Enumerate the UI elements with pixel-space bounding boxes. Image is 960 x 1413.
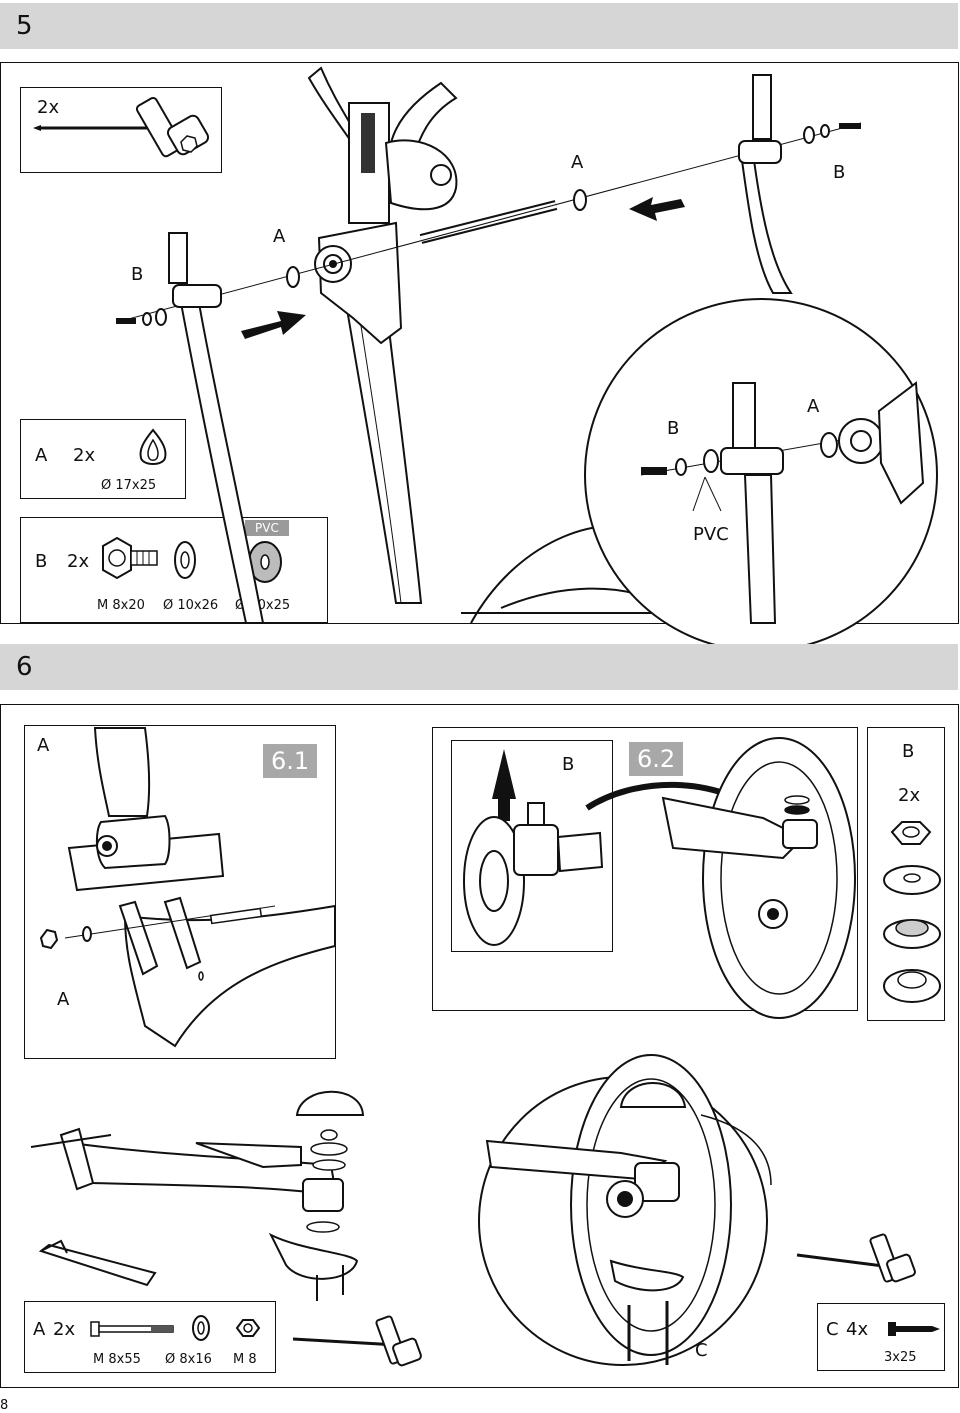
part-c-qty: 4x [846, 1319, 869, 1340]
part-c-letter: C [826, 1319, 839, 1340]
part-a-hw-spec-2: Ø 8x16 [165, 1352, 212, 1367]
part-b-box: B 2x PVC M 8x20 Ø 10x26 Ø 10x25 [20, 517, 328, 623]
label-c: C [695, 1340, 708, 1361]
screw-icon [888, 1322, 940, 1336]
step-6-header: 6 [0, 644, 958, 690]
part-a-hw-letter: A [33, 1319, 46, 1340]
part-b-stack-box: B 2x [867, 727, 945, 1021]
label-b-top: B [833, 162, 846, 183]
washer-a-icon [139, 428, 167, 465]
page-number: 8 [0, 1398, 9, 1413]
part-a-hw-qty: 2x [53, 1319, 76, 1340]
substep-6-1-box: A 6.1 A [24, 725, 336, 1059]
step-5-illustration [116, 66, 938, 652]
part-a-hardware-box: A 2x M 8x55 Ø 8x16 M 8 [24, 1301, 276, 1373]
substep-6-2-illustration [585, 737, 856, 1019]
label-a-left: A [273, 226, 286, 247]
step-5-number: 5 [16, 11, 33, 41]
bolt-icon [102, 536, 158, 580]
substep-6-2-title: 6.2 [629, 742, 684, 776]
step-6-panel: A 6.1 A 6.2 B [0, 704, 959, 1388]
substep-6-2-box: 6.2 B [432, 727, 858, 1019]
substep-6-1-illustration [39, 727, 336, 1048]
part-b-qty: 2x [67, 551, 90, 572]
nut-m8-icon [235, 1319, 261, 1337]
tool-box: 2x [20, 87, 222, 173]
step-6-number: 6 [16, 652, 33, 682]
part-b-hardware [102, 536, 282, 583]
part-b-spec-1: M 8x20 [97, 598, 145, 613]
part-c-box: C 4x 3x25 [817, 1303, 945, 1371]
label-b-circle: B [667, 418, 680, 439]
pvc-tag: PVC [245, 520, 289, 536]
substep-6-1-label-bottom: A [57, 989, 70, 1010]
part-a-qty: 2x [73, 445, 96, 466]
bushing-icon [883, 919, 941, 949]
part-a-spec: Ø 17x25 [101, 478, 157, 493]
substep-6-2-inset: B [451, 740, 613, 952]
label-a-circle: A [807, 396, 820, 417]
label-a-top: A [571, 152, 584, 173]
part-b-letter: B [35, 551, 48, 572]
lock-nut-icon [890, 821, 932, 845]
substep-6-2-label: B [562, 754, 575, 775]
socket-wrench-icon [33, 96, 210, 158]
part-a-hw-icons [90, 1315, 261, 1341]
step-6-lower-illustration [30, 1054, 916, 1367]
washer-icon [174, 541, 196, 579]
flat-washer-icon [883, 865, 941, 895]
part-a-hw-spec-3: M 8 [233, 1352, 257, 1367]
washer-8x16-icon [192, 1315, 210, 1341]
sleeve-icon [883, 969, 941, 1003]
part-a-hw-spec-1: M 8x55 [93, 1352, 141, 1367]
substep-6-1-label-top: A [37, 735, 50, 756]
substep-6-2-inset-illustration [463, 749, 604, 946]
long-bolt-icon [90, 1321, 174, 1337]
part-c-spec: 3x25 [884, 1350, 917, 1365]
tool-qty: 2x [37, 97, 60, 118]
part-b-stack-letter: B [902, 741, 915, 762]
part-b-stack-qty: 2x [898, 785, 921, 806]
step-5-panel: 2x A 2x Ø 17x25 B 2x PVC [0, 62, 959, 652]
substep-6-1-title: 6.1 [263, 744, 318, 778]
label-pvc-circle: PVC [693, 524, 729, 545]
part-b-stack-hardware [883, 821, 941, 1003]
label-b-left: B [131, 264, 144, 285]
part-b-spec-2: Ø 10x26 [163, 598, 219, 613]
part-a-box: A 2x Ø 17x25 [20, 419, 186, 499]
part-a-letter: A [35, 445, 48, 466]
step-5-header: 5 [0, 3, 958, 49]
